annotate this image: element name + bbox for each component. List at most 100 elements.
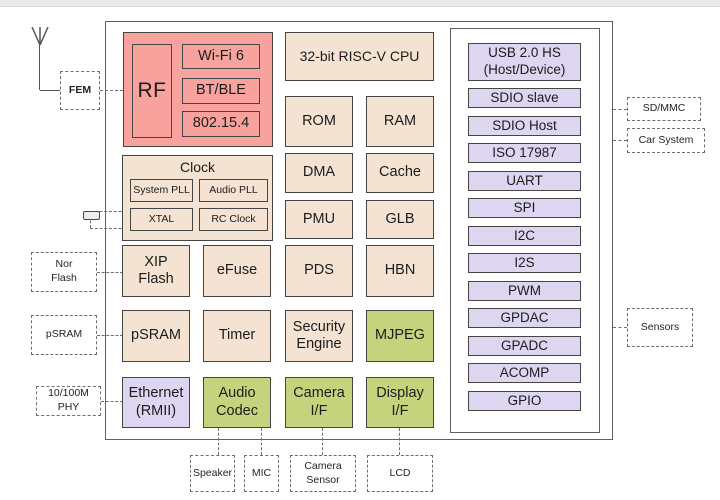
bt-ble-block: BT/BLE	[182, 78, 260, 104]
dma-label: DMA	[302, 164, 336, 181]
ethernet-label-line1: Ethernet	[128, 385, 184, 402]
ethernet-label-line2: (RMII)	[135, 402, 177, 419]
dma-block: DMA	[285, 153, 353, 193]
connector-antenna-fem	[40, 90, 60, 91]
iso-17987-label: ISO 17987	[492, 145, 557, 161]
ram-block: RAM	[366, 96, 434, 147]
ieee-802-15-4-label: 802.15.4	[192, 115, 250, 132]
timer-block: Timer	[203, 310, 271, 362]
mjpeg-block: MJPEG	[366, 310, 434, 362]
riscv-cpu-label: 32-bit RISC-V CPU	[299, 48, 420, 65]
peripheral-item-pwm: PWM	[468, 281, 581, 301]
timer-label: Timer	[218, 327, 256, 344]
usb-label-line2: (Host/Device)	[483, 62, 566, 77]
ieee-802-15-4-block: 802.15.4	[182, 111, 260, 137]
mic-label: MIC	[251, 466, 272, 479]
camera-sensor-label-line1: Camera	[304, 459, 342, 472]
peripheral-item-sdio-host: SDIO Host	[468, 116, 581, 136]
connector-cameraif-camerasensor	[322, 428, 323, 455]
audio-pll-label: Audio PLL	[209, 184, 258, 197]
psram-block: pSRAM	[122, 310, 190, 362]
connector-audiocodec-speaker	[218, 428, 219, 455]
bt-ble-label: BT/BLE	[196, 82, 246, 99]
i2c-label: I2C	[513, 228, 535, 244]
gpio-label: GPIO	[507, 393, 542, 409]
security-engine-block: Security Engine	[285, 310, 353, 362]
peripheral-item-gpdac: GPDAC	[468, 308, 581, 328]
hbn-block: HBN	[366, 245, 434, 297]
camera-sensor-box: Camera Sensor	[290, 455, 356, 492]
connector-antenna-stem	[39, 43, 40, 90]
ram-label: RAM	[383, 112, 417, 129]
sd-mmc-label: SD/MMC	[642, 102, 686, 115]
car-system-label: Car System	[638, 133, 694, 146]
xtal-label: XTAL	[148, 213, 175, 226]
pmu-label: PMU	[302, 210, 336, 227]
peripheral-item-i2c: I2C	[468, 226, 581, 246]
peripheral-item-gpio: GPIO	[468, 391, 581, 411]
crystal-icon	[83, 211, 100, 220]
connector-sdmmc	[613, 109, 627, 110]
pds-block: PDS	[285, 245, 353, 297]
display-if-label-line2: I/F	[391, 402, 409, 419]
efuse-block: eFuse	[203, 245, 271, 297]
nor-flash-box: Nor Flash	[31, 252, 97, 292]
riscv-cpu-block: 32-bit RISC-V CPU	[285, 32, 434, 81]
gpadc-label: GPADC	[500, 338, 548, 354]
efuse-label: eFuse	[216, 262, 258, 279]
speaker-label: Speaker	[192, 466, 233, 479]
rc-clock-label: RC Clock	[211, 213, 256, 226]
fem-label: FEM	[68, 83, 92, 96]
mjpeg-label: MJPEG	[375, 327, 425, 344]
camera-sensor-label-line2: Sensor	[306, 473, 340, 486]
usb-block: USB 2.0 HS (Host/Device)	[468, 43, 581, 81]
ethernet-phy-box: 10/100M PHY	[36, 386, 101, 416]
system-pll-label: System PLL	[133, 184, 190, 197]
glb-block: GLB	[366, 200, 434, 239]
system-pll-block: System PLL	[130, 179, 193, 202]
pwm-label: PWM	[508, 283, 541, 299]
peripheral-item-spi: SPI	[468, 198, 581, 218]
lcd-box: LCD	[367, 455, 433, 492]
peripheral-item-gpadc: GPADC	[468, 336, 581, 356]
rom-label: ROM	[302, 112, 336, 129]
phy-label-line2: PHY	[57, 401, 80, 413]
glb-label: GLB	[385, 210, 415, 227]
top-edge-band	[0, 0, 720, 7]
psram-external-label: pSRAM	[45, 328, 83, 341]
peripheral-item-sdio-slave: SDIO slave	[468, 88, 581, 108]
display-if-block: Display I/F	[366, 377, 434, 428]
nor-flash-label-line2: Flash	[51, 272, 77, 284]
car-system-box: Car System	[627, 128, 705, 153]
audio-codec-label-line1: Audio	[218, 385, 256, 402]
peripheral-item-acomp: ACOMP	[468, 363, 581, 383]
wifi6-label: Wi-Fi 6	[198, 47, 244, 64]
xtal-block: XTAL	[130, 208, 193, 231]
uart-label: UART	[506, 173, 543, 189]
audio-codec-block: Audio Codec	[203, 377, 271, 428]
camera-if-label-line1: Camera	[293, 385, 345, 402]
phy-label-line1: 10/100M	[48, 387, 89, 400]
sdio-host-label: SDIO Host	[492, 118, 557, 134]
psram-label: pSRAM	[131, 327, 181, 344]
rom-block: ROM	[285, 96, 353, 147]
clock-title: Clock	[179, 159, 215, 175]
security-engine-label-line1: Security	[292, 318, 346, 335]
connector-audiocodec-mic	[261, 428, 262, 455]
connector-sensors	[613, 327, 627, 328]
pmu-block: PMU	[285, 200, 353, 239]
display-if-label-line1: Display	[376, 385, 424, 402]
connector-psram-psram	[97, 335, 123, 336]
peripheral-item-i2s: I2S	[468, 253, 581, 273]
xip-flash-label-line2: Flash	[138, 271, 174, 287]
speaker-box: Speaker	[190, 455, 235, 492]
fem-box: FEM	[60, 71, 100, 110]
peripheral-item-uart: UART	[468, 171, 581, 191]
pds-label: PDS	[304, 262, 334, 279]
psram-external-box: pSRAM	[31, 315, 97, 355]
sensors-box: Sensors	[627, 308, 693, 347]
sensors-label: Sensors	[640, 320, 680, 333]
antenna-icon	[31, 26, 49, 46]
rc-clock-block: RC Clock	[199, 208, 268, 231]
